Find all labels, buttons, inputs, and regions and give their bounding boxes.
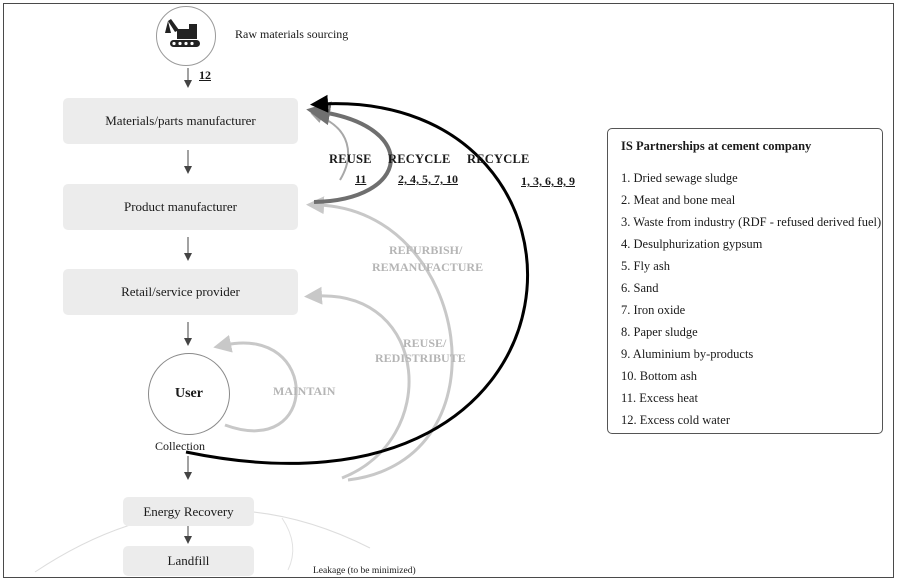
user-circle: User [148,353,230,435]
leakage-label: Leakage (to be minimized) [313,566,416,576]
partnership-legend: IS Partnerships at cement company 1. Dri… [607,128,883,434]
raw-materials-label: Raw materials sourcing [235,27,349,41]
recycle-outer-loop [185,94,529,465]
legend-item: 12. Excess cold water [621,413,730,427]
maintain-label: MAINTAIN [273,384,336,398]
legend-title: IS Partnerships at cement company [621,139,812,153]
refurbish-label-line2: REMANUFACTURE [372,260,484,274]
refurbish-label-line1: REFURBISH/ [389,243,463,257]
legend-item: 9. Aluminium by-products [621,347,754,361]
legend-item: 11. Excess heat [621,391,698,405]
legend-item: 4. Desulphurization gypsum [621,237,763,251]
excavator-icon [165,19,200,47]
product-manufacturer-label: Product manufacturer [124,199,237,214]
recycle-outer-label: RECYCLE [467,152,530,166]
legend-item: 1. Dried sewage sludge [621,171,738,185]
legend-item: 2. Meat and bone meal [621,193,736,207]
redistribute-label-line2: REDISTRIBUTE [375,351,466,365]
raw-materials-circle [156,6,216,66]
energy-recovery-box: Energy Recovery [123,497,254,526]
recycle-inner-label: RECYCLE [388,152,451,166]
landfill-label: Landfill [167,553,210,568]
legend-item: 10. Bottom ash [621,369,698,383]
redistribute-loop [304,286,411,480]
recycle-inner-codes: 2, 4, 5, 7, 10 [398,172,458,186]
landfill-box: Landfill [123,546,254,576]
materials-manufacturer-box: Materials/parts manufacturer [63,98,298,144]
materials-manufacturer-label: Materials/parts manufacturer [105,113,256,128]
reuse-loop [310,111,349,181]
figure-frame [3,3,894,578]
legend-item: 6. Sand [621,281,659,295]
reuse-loop-codes: 11 [355,172,367,186]
recycle-outer-codes: 1, 3, 6, 8, 9 [521,174,575,188]
maintain-loop [213,334,298,433]
retail-provider-label: Retail/service provider [121,284,240,299]
legend-item: 5. Fly ash [621,259,670,273]
product-manufacturer-box: Product manufacturer [63,184,298,230]
legend-item: 8. Paper sludge [621,325,698,339]
leakage-arrow [281,517,294,571]
retail-provider-box: Retail/service provider [63,269,298,315]
refurbish-loop [306,196,454,482]
collection-label: Collection [155,439,205,453]
flow-code-12: 12 [199,68,211,82]
legend-item: 3. Waste from industry (RDF - refused de… [621,215,882,229]
redistribute-label-line1: REUSE/ [403,336,447,350]
reuse-loop-label: REUSE [329,152,372,166]
user-label: User [175,386,203,401]
recycle-inner-loop [306,101,393,204]
energy-recovery-label: Energy Recovery [143,503,234,519]
legend-item: 7. Iron oxide [621,303,686,317]
